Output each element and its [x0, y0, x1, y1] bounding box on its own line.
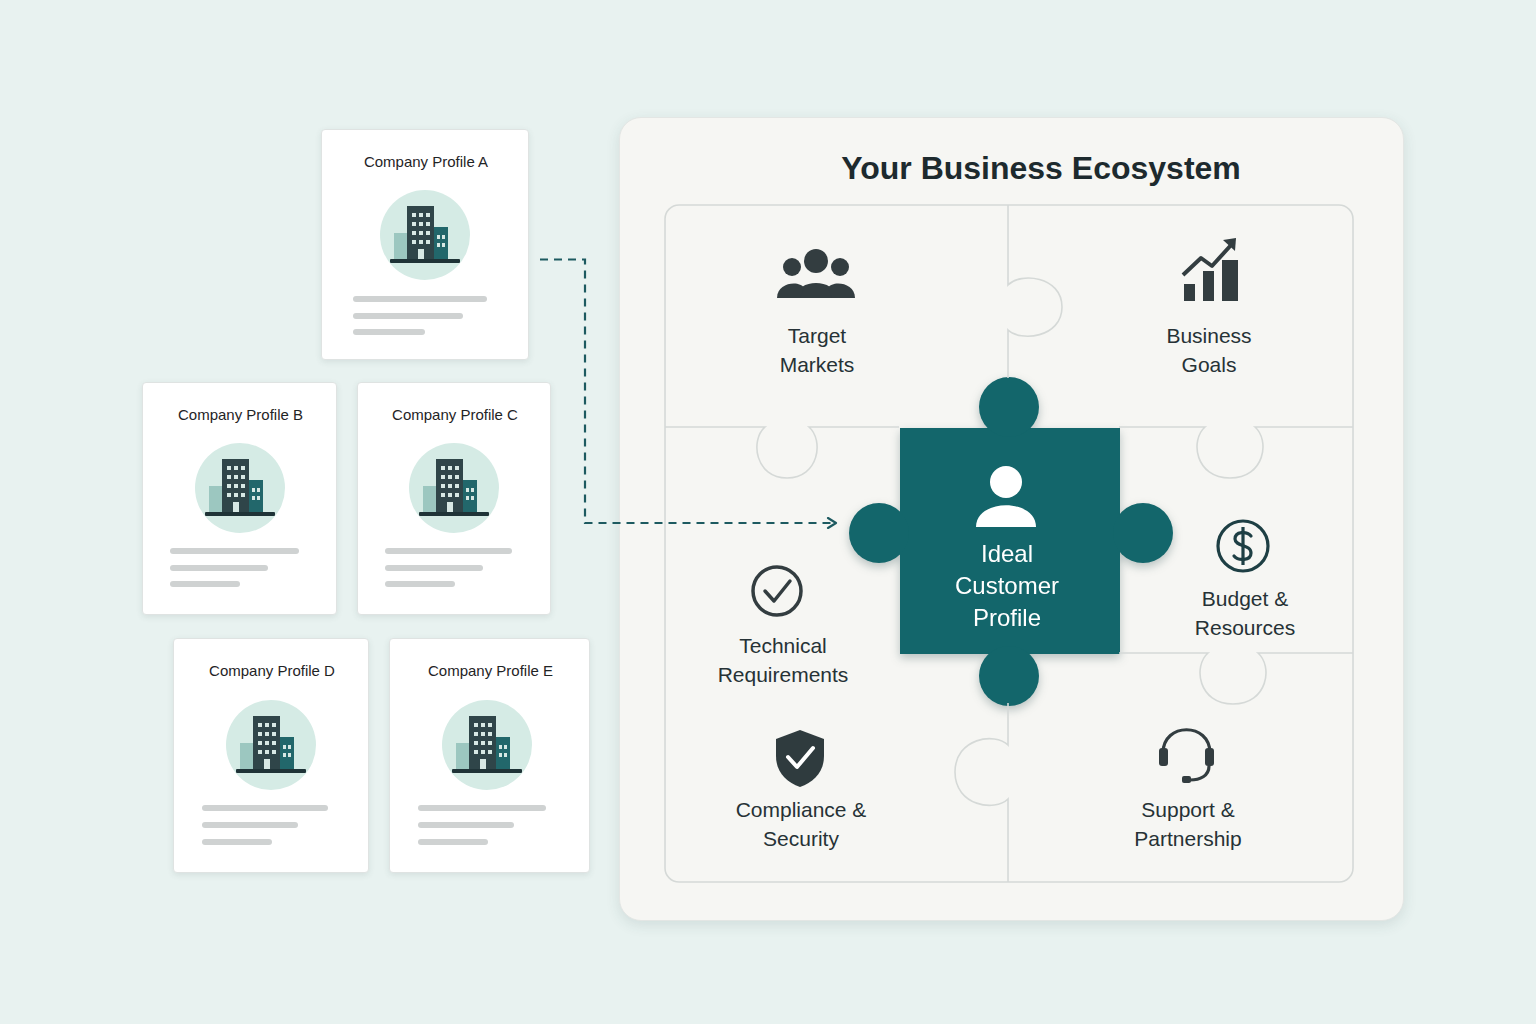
puzzle-piece-part [979, 377, 1039, 437]
card-text-lines-part [418, 839, 488, 845]
puzzle-grid [665, 205, 1353, 882]
puzzle-piece-part [979, 646, 1039, 706]
shield-icon-part [788, 748, 813, 767]
people-icon-part [777, 283, 804, 298]
check-icon [753, 567, 801, 615]
people-icon [777, 249, 855, 298]
card-text-lines-part [170, 548, 299, 554]
cell-label: Support & Partnership [1098, 795, 1278, 853]
card-icons-part [409, 443, 499, 533]
check-icon-part [753, 567, 801, 615]
puzzle-cell: Target Markets [666, 206, 1009, 428]
people-icon-part [831, 258, 849, 276]
card-title: Company Profile A [331, 153, 521, 171]
growth-chart-icon-part [1184, 284, 1195, 301]
people-icon-part [804, 249, 828, 273]
card-text-lines-part [353, 329, 425, 335]
card-text-lines-part [202, 822, 298, 828]
cell-label: Technical Requirements [698, 631, 868, 689]
headset-icon-part [1190, 766, 1209, 780]
puzzle-cell: Technical Requirements [666, 541, 900, 691]
shield-icon [776, 730, 824, 787]
company-profile-card: Company Profile A [321, 129, 529, 360]
piece-label: Ideal Customer Profile [932, 538, 1082, 634]
dollar-icon-part [1241, 527, 1244, 565]
puzzle-cell: Business Goals [1009, 206, 1354, 428]
person-icon [976, 466, 1036, 527]
people-icon-part [828, 283, 855, 298]
card-text-lines-part [385, 548, 512, 554]
growth-chart-icon [1183, 238, 1238, 301]
card-title: Company Profile C [365, 406, 545, 424]
card-text-lines-part [385, 565, 483, 571]
card-text-lines-part [418, 805, 546, 811]
people-icon-part [783, 258, 801, 276]
puzzle-grid-part [665, 205, 1353, 882]
person-icon-part [976, 505, 1036, 527]
card-text-lines-part [202, 805, 328, 811]
puzzle-piece-part [849, 503, 909, 563]
card-text-lines-part [202, 839, 272, 845]
headset-icon-part [1182, 776, 1191, 783]
card-icons-part [195, 443, 285, 533]
puzzle-grid-part [1119, 653, 1353, 704]
card-title: Company Profile D [182, 662, 362, 680]
panel-title: Your Business Ecosystem [691, 148, 1391, 188]
dollar-icon [1218, 521, 1268, 571]
puzzle-piece: Ideal Customer Profile [849, 377, 1173, 706]
puzzle-grid-part [665, 427, 899, 478]
headset-icon-part [1205, 748, 1214, 766]
cell-label: Target Markets [752, 321, 882, 379]
puzzle-grid-part [955, 703, 1008, 882]
cell-label: Business Goals [1144, 321, 1274, 379]
card-title: Company Profile E [398, 662, 583, 680]
puzzle-piece-fill [849, 377, 1173, 706]
card-title: Company Profile B [151, 406, 331, 424]
growth-chart-icon-part [1183, 244, 1232, 275]
card-icons-part [442, 700, 532, 790]
company-profile-card: Company Profile E [389, 638, 590, 873]
cell-label: Budget & Resources [1170, 584, 1320, 642]
card-text-lines-part [170, 581, 240, 587]
company-profile-card: Company Profile C [357, 382, 551, 615]
cell-label: Compliance & Security [711, 795, 891, 853]
card-text-lines-part [170, 565, 268, 571]
person-icon-part [990, 466, 1022, 498]
card-icons [195, 190, 532, 790]
puzzle-piece-part [1113, 503, 1173, 563]
dollar-icon-part [1234, 533, 1251, 560]
ecosystem-panel: Your Business EcosystemTarget Markets Bus… [619, 117, 1404, 921]
headset-icon [1159, 730, 1214, 783]
card-text-lines [170, 296, 546, 845]
check-icon-part [765, 581, 790, 601]
shield-icon-part [776, 730, 824, 787]
card-icons-part [380, 190, 470, 280]
growth-chart-icon-part [1223, 238, 1236, 251]
growth-chart-icon-part [1222, 260, 1238, 301]
card-icons-part [226, 700, 316, 790]
card-text-lines-part [353, 313, 463, 319]
puzzle-cell: Budget & Resources [1120, 501, 1354, 651]
puzzle-piece-part [900, 428, 1120, 654]
growth-chart-icon-part [1203, 271, 1214, 301]
puzzle-grid-part [1008, 205, 1062, 378]
people-icon-part [796, 283, 836, 298]
puzzle-cell: Compliance & Security [666, 721, 1009, 883]
card-text-lines-part [385, 581, 455, 587]
dashed-connector [540, 260, 836, 524]
puzzle-grid-part [1119, 427, 1353, 478]
headset-icon-part [1163, 730, 1210, 753]
dollar-icon-part [1218, 521, 1268, 571]
company-profile-card: Company Profile D [173, 638, 369, 873]
company-profile-card: Company Profile B [142, 382, 337, 615]
card-text-lines-part [353, 296, 487, 302]
puzzle-cell: Support & Partnership [1009, 721, 1354, 883]
card-text-lines-part [418, 822, 514, 828]
headset-icon-part [1159, 748, 1168, 766]
